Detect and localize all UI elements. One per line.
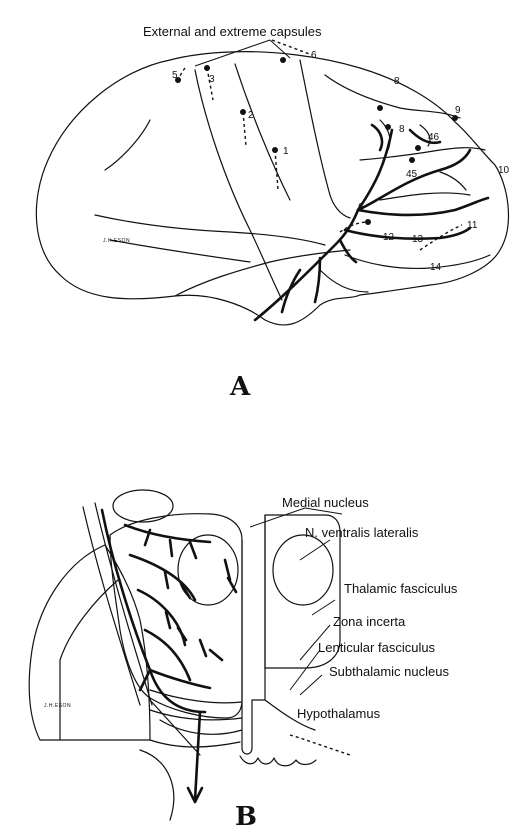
fiber-b-main-4 <box>138 590 185 645</box>
area-label-5: 5 <box>172 70 178 81</box>
descending-tract <box>195 712 200 800</box>
label-hypothalamus: Hypothalamus <box>297 706 381 721</box>
superior-temporal-sulcus <box>110 240 250 262</box>
track-area-2 <box>243 112 246 146</box>
pole-outline <box>320 270 368 292</box>
dot-area-46 <box>415 145 421 151</box>
dot-area-2 <box>240 109 246 115</box>
fiber-branch-5 <box>282 270 300 312</box>
third-ventricle <box>242 515 265 754</box>
panel-label-b: B <box>235 802 257 832</box>
area-label-6-lower: 6 <box>358 202 364 213</box>
ventralis-lateralis-right <box>273 535 333 605</box>
area-label-46: 46 <box>428 132 440 143</box>
temporal-stem <box>140 750 174 820</box>
label-subthalamic-nucleus: Subthalamic nucleus <box>329 664 449 679</box>
area-label-12: 12 <box>383 232 395 243</box>
signature-a: J.H.ESON <box>103 238 130 244</box>
internal-capsule-edge-2 <box>95 503 152 705</box>
dot-area-8b <box>377 105 383 111</box>
subthalamic-nucleus-shape <box>160 720 242 734</box>
area-label-10: 10 <box>498 165 510 176</box>
fiber-branch-1 <box>358 130 392 210</box>
leader-medial-nucleus <box>250 508 305 527</box>
area-label-8: 8 <box>394 76 400 87</box>
capsule-leader-left <box>195 40 270 66</box>
panel-a-brain-diagram: External and extreme capsules 5 3 6 2 1 … <box>36 24 509 402</box>
precentral-sulcus <box>235 64 290 200</box>
leader-ventralis <box>300 540 330 560</box>
central-sulcus <box>195 70 282 300</box>
brain-outline <box>36 52 508 325</box>
fiber-b-twig-4 <box>225 560 236 592</box>
label-lenticular-fasciculus: Lenticular fasciculus <box>318 640 436 655</box>
leader-hypothalamus <box>290 735 350 755</box>
lower-border <box>150 740 240 747</box>
fiber-branch-8 <box>372 125 382 150</box>
panel-b-section-diagram: Medial nucleus N. ventralis lateralis Th… <box>29 490 458 832</box>
fiber-b-twig-5 <box>200 640 222 660</box>
dot-area-6 <box>280 57 286 63</box>
panel-label-a: A <box>229 372 251 402</box>
frontal-sulcus <box>325 75 460 118</box>
dot-area-1 <box>272 147 278 153</box>
orbital-sulcus <box>380 193 470 200</box>
area-label-11: 11 <box>467 220 478 231</box>
capsules-title: External and extreme capsules <box>143 24 322 39</box>
dot-area-8 <box>385 124 391 130</box>
area-label-2: 2 <box>248 110 254 121</box>
intraparietal-sulcus <box>105 120 150 170</box>
sulcus-minor-3 <box>440 172 466 190</box>
dot-area-3 <box>204 65 210 71</box>
area-label-8-inner: 8 <box>399 124 405 135</box>
area-label-3: 3 <box>209 74 215 85</box>
area-label-9: 9 <box>455 105 461 116</box>
area-label-14: 14 <box>430 262 442 273</box>
label-thalamic-fasciculus: Thalamic fasciculus <box>344 581 458 596</box>
area-label-6: 6 <box>311 50 317 61</box>
fiber-b-twig-2 <box>165 572 190 598</box>
dot-area-45 <box>409 157 415 163</box>
leader-subthalamic <box>300 675 322 695</box>
signature-b: J.H.ESON <box>44 703 71 709</box>
fiber-b-main-1 <box>102 510 150 670</box>
fiber-b-main-6 <box>150 670 210 688</box>
medial-nucleus-left <box>113 490 173 522</box>
arcuate-sulcus <box>300 60 350 218</box>
dot-area-6-lower <box>365 219 371 225</box>
hypothalamus-base <box>240 756 316 766</box>
putamen-outline <box>29 545 150 740</box>
label-zona-incerta: Zona incerta <box>333 614 406 629</box>
leader-lenticular <box>290 650 320 690</box>
fiber-b-main-2 <box>125 525 210 542</box>
area-label-45: 45 <box>406 169 418 180</box>
area-label-13: 13 <box>412 234 424 245</box>
orbital-surface <box>345 255 490 268</box>
fiber-b-twig-3 <box>166 612 186 640</box>
label-ventralis-lateralis: N. ventralis lateralis <box>305 525 419 540</box>
label-medial-nucleus: Medial nucleus <box>282 495 369 510</box>
fiber-main-trunk <box>255 210 358 320</box>
area-label-1: 1 <box>283 146 289 157</box>
